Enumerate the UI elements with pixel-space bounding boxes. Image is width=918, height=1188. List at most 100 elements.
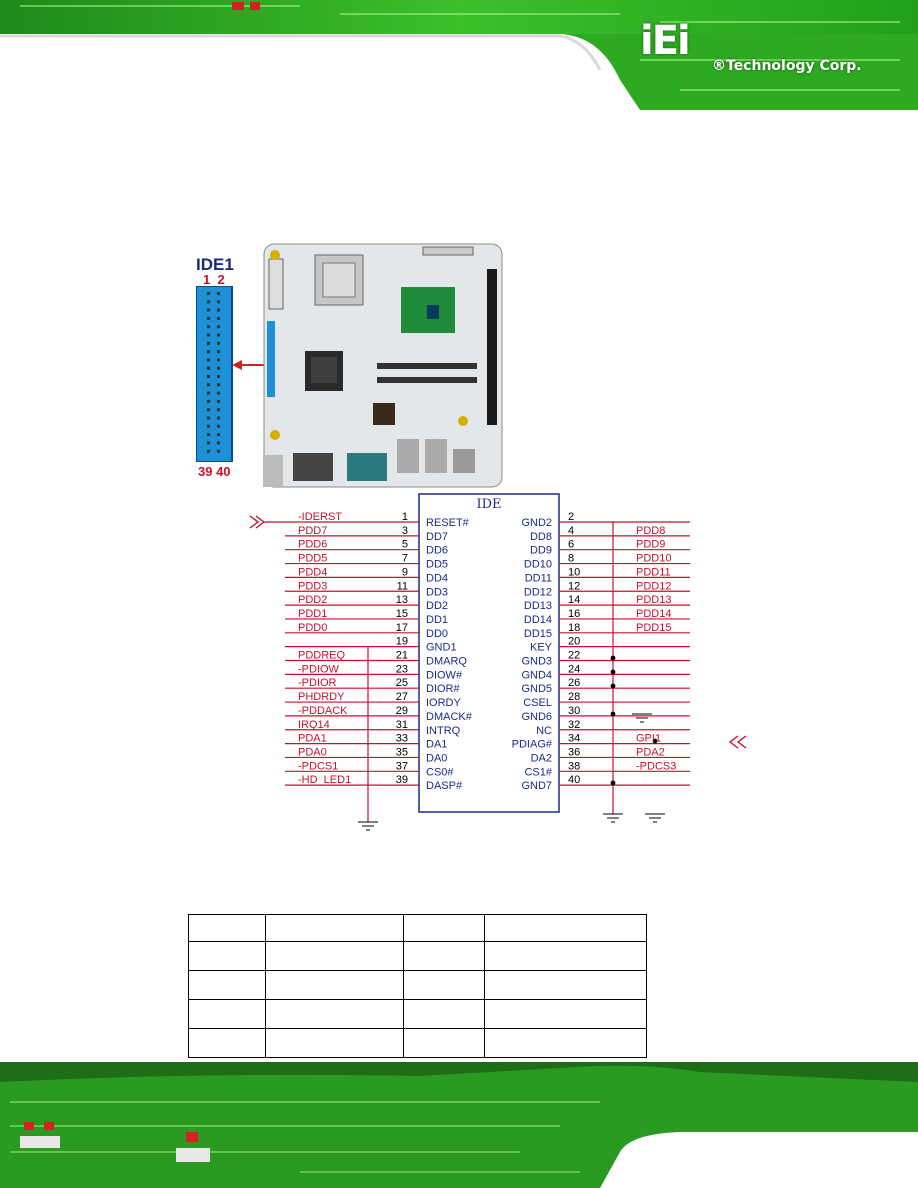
left-signal-label: -HD_LED1 [298,774,351,786]
right-signal-label: PDD8 [636,525,665,537]
junction-dot [610,711,616,717]
right-pin-number: 18 [568,622,580,634]
right-pin-name: KEY [530,642,553,654]
table-cell [264,941,404,971]
right-pin-name: DA2 [531,752,552,764]
table-cell [188,970,266,1000]
left-pin-name: DASP# [426,780,463,792]
left-pin-number: 35 [396,746,408,758]
left-signal-label: PDD6 [298,539,327,551]
left-signal-label: PDD5 [298,553,327,565]
left-signal-label: -PDIOW [298,663,340,675]
ground-symbol [632,713,652,723]
left-pin-name: CS0# [426,766,454,778]
left-pin-name: DA1 [426,739,447,751]
left-pin-number: 5 [402,539,408,551]
left-pin-number: 25 [396,677,408,689]
right-signal-label: GPI1 [636,733,661,745]
table-cell [264,1028,404,1058]
right-pin-number: 6 [568,539,574,551]
left-signal-label: PDDREQ [298,650,346,662]
left-pin-name: DA0 [426,752,447,764]
header-banner [0,0,918,110]
left-pin-name: GND1 [426,642,457,654]
left-signal-label: PDA1 [298,733,327,745]
right-pin-number: 8 [568,553,574,565]
left-pin-name: INTRQ [426,725,461,737]
left-pin-name: DD0 [426,628,448,640]
left-pin-number: 11 [397,580,408,592]
left-pin-name: RESET# [426,517,470,529]
left-pin-name: DIOR# [426,683,461,695]
left-pin-number: 21 [396,650,408,662]
right-pin-number: 12 [568,580,580,592]
left-pin-name: DMARQ [426,656,467,668]
right-pin-number: 28 [568,691,580,703]
left-pin-name: DD7 [426,531,448,543]
junction-dot [610,683,616,689]
left-pin-number: 27 [396,691,408,703]
right-signal-label: PDD10 [636,553,671,565]
right-pin-number: 2 [568,511,574,523]
left-pin-number: 39 [396,774,408,786]
left-pin-name: IORDY [426,697,462,709]
right-pin-name: DD12 [524,586,552,598]
left-pin-name: DMACK# [426,711,473,723]
table-cell [188,914,266,942]
right-pin-name: GND2 [521,517,552,529]
left-pin-number: 9 [402,566,408,578]
left-signal-label: PDD1 [298,608,327,620]
right-signal-label: PDD14 [636,608,671,620]
right-pin-name: NC [536,725,552,737]
right-pin-name: DD15 [524,628,552,640]
right-pin-name: DD9 [530,545,552,557]
left-pin-name: DIOW# [426,669,463,681]
reset-arrow-icon [249,515,266,529]
right-pin-name: DD10 [524,559,552,571]
table-row [188,941,647,971]
table-cell [484,999,647,1029]
table-row [188,970,647,1000]
right-pin-number: 38 [568,760,580,772]
left-pin-number: 29 [396,705,408,717]
table-cell [402,914,486,942]
left-signal-label: PDA0 [298,746,327,758]
motherboard-image [263,243,503,488]
right-pin-number: 14 [568,594,580,606]
left-signal-label: PDD4 [298,566,327,578]
connector-bottom-pins: 39 40 [198,464,231,479]
right-signal-label: PDA2 [636,746,665,758]
junction-dot [610,655,616,661]
right-pin-name: DD13 [524,600,552,612]
gpi-arrow-icon [728,735,747,749]
table-cell [188,999,266,1029]
table-row [188,914,647,942]
table-cell [402,999,486,1029]
left-signal-label: -PDIOR [298,677,337,689]
right-pin-number: 16 [568,608,580,620]
right-pin-name: PDIAG# [512,739,553,751]
table-cell [484,970,647,1000]
right-pin-name: GND5 [521,683,552,695]
table-cell [188,941,266,971]
junction-dot [610,780,616,786]
table-row [188,999,647,1029]
left-pin-number: 7 [402,553,408,565]
left-signal-label: PDD3 [298,580,327,592]
left-pin-number: 19 [396,636,408,648]
right-pin-number: 34 [568,733,580,745]
right-signal-label: PDD13 [636,594,671,606]
left-pin-number: 31 [396,719,408,731]
pin-table [188,914,647,1058]
left-pin-name: DD4 [426,572,448,584]
left-pin-number: 15 [396,608,408,620]
left-signal-label: PHDRDY [298,691,345,703]
right-pin-name: GND4 [521,669,552,681]
right-pin-number: 24 [568,663,580,675]
table-cell [402,941,486,971]
left-pin-name: DD1 [426,614,448,626]
right-pin-name: CS1# [524,766,552,778]
right-pin-number: 40 [568,774,580,786]
left-pin-number: 23 [396,663,408,675]
right-pin-name: GND7 [521,780,552,792]
